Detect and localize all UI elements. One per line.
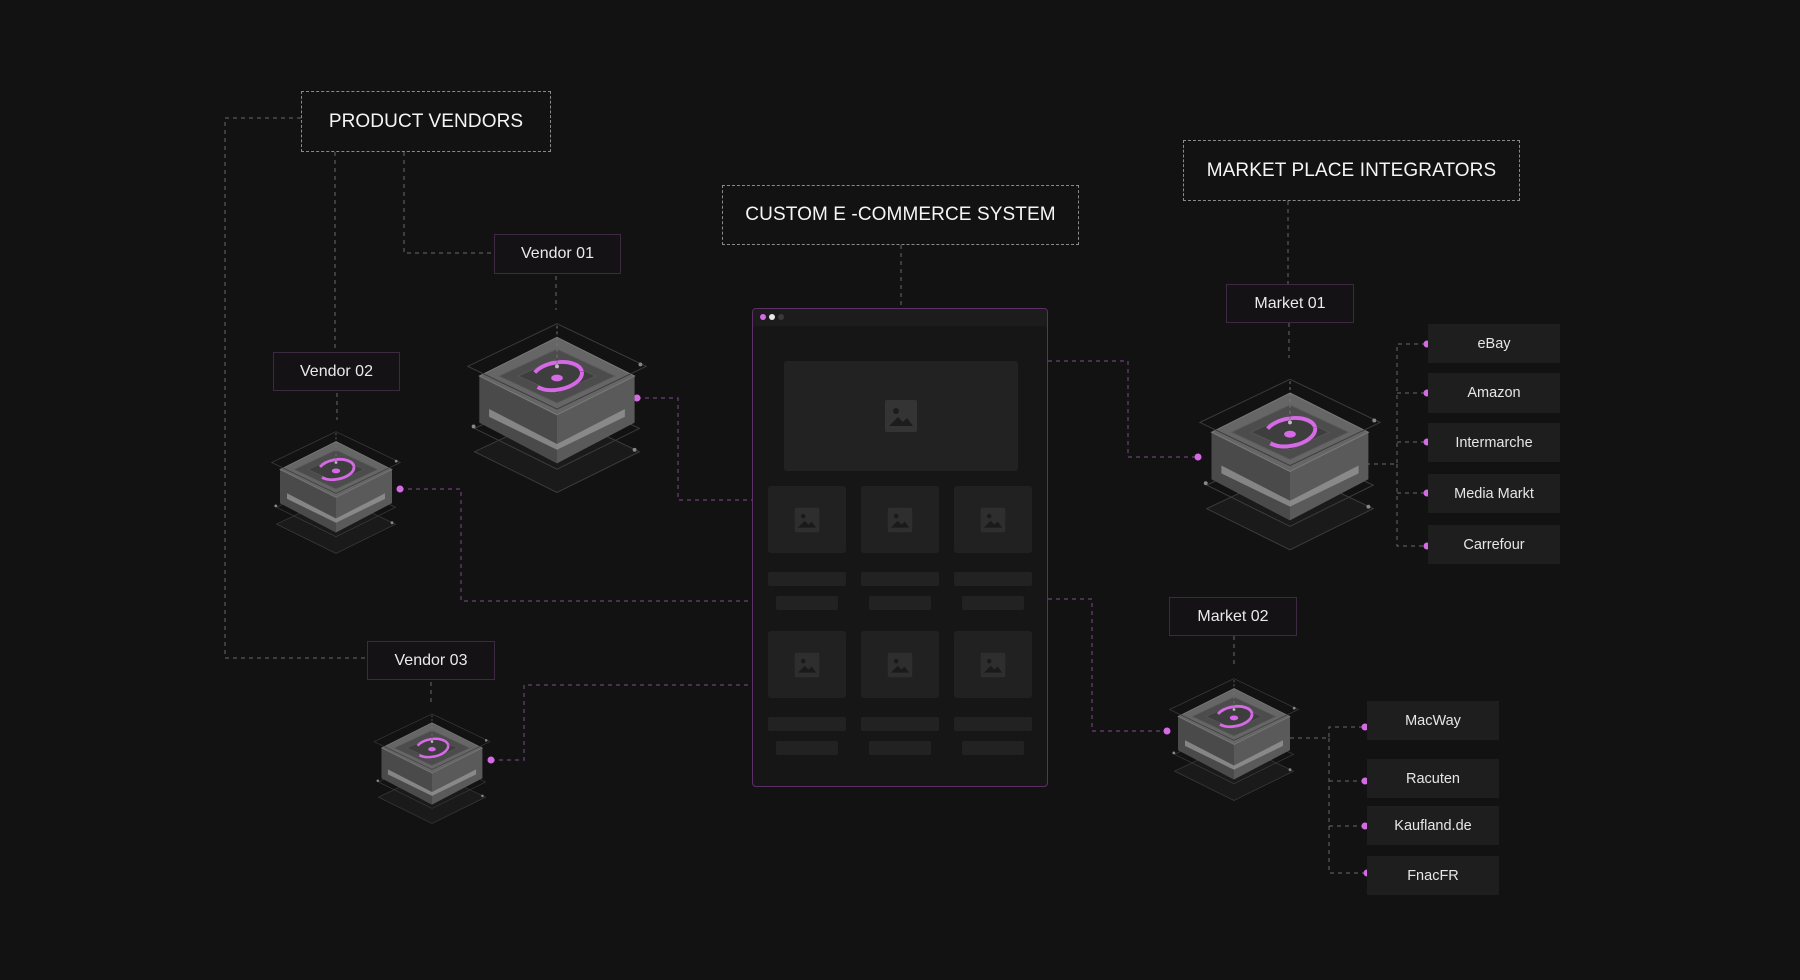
channel-racuten[interactable]: Racuten (1367, 759, 1499, 798)
product-title-placeholder (768, 717, 846, 731)
server-stack-icon[interactable] (266, 418, 406, 570)
channel-carrefour[interactable]: Carrefour (1428, 525, 1560, 564)
channel-media-markt[interactable]: Media Markt (1428, 474, 1560, 513)
product-title-placeholder (861, 572, 939, 586)
product-thumbnail (954, 486, 1032, 553)
product-price-placeholder (869, 741, 931, 755)
image-placeholder-icon (794, 507, 820, 532)
image-placeholder-icon (887, 507, 913, 532)
server-stack-icon (373, 713, 491, 824)
window-dot-icon (778, 314, 784, 320)
image-placeholder-icon (980, 652, 1006, 677)
server-stack-icon (466, 323, 648, 493)
window-dot-icon (769, 314, 775, 320)
vendor-02-label[interactable]: Vendor 02 (273, 352, 400, 391)
hero-image-placeholder (784, 361, 1018, 471)
server-stack-icon[interactable] (460, 305, 654, 515)
server-stack-icon[interactable] (1164, 666, 1304, 816)
server-stack-icon (270, 431, 402, 554)
server-stack-icon[interactable] (1192, 360, 1388, 573)
ecommerce-window-mock (752, 308, 1048, 787)
window-titlebar (753, 309, 1047, 326)
image-placeholder-icon (885, 400, 917, 432)
product-thumbnail (861, 486, 939, 553)
product-thumbnail (861, 631, 939, 698)
product-price-placeholder (776, 741, 838, 755)
ecommerce-system-title: CUSTOM E -COMMERCE SYSTEM (722, 185, 1079, 245)
window-dot-icon (760, 314, 766, 320)
image-placeholder-icon (887, 652, 913, 677)
channel-kaufland[interactable]: Kaufland.de (1367, 806, 1499, 845)
market-01-label[interactable]: Market 01 (1226, 284, 1354, 323)
server-stack-icon (1168, 678, 1300, 801)
server-stack-icon (1198, 378, 1382, 551)
vendor-03-label[interactable]: Vendor 03 (367, 641, 495, 680)
product-title-placeholder (861, 717, 939, 731)
server-stack-icon[interactable] (369, 702, 495, 838)
channel-fnacfr[interactable]: FnacFR (1367, 856, 1499, 895)
product-thumbnail (954, 631, 1032, 698)
product-price-placeholder (962, 596, 1024, 610)
product-price-placeholder (776, 596, 838, 610)
product-thumbnail (768, 631, 846, 698)
channel-intermarche[interactable]: Intermarche (1428, 423, 1560, 462)
vendor-01-label[interactable]: Vendor 01 (494, 234, 621, 274)
channel-ebay[interactable]: eBay (1428, 324, 1560, 363)
product-price-placeholder (869, 596, 931, 610)
product-vendors-title: PRODUCT VENDORS (301, 91, 551, 152)
channel-amazon[interactable]: Amazon (1428, 373, 1560, 413)
product-title-placeholder (768, 572, 846, 586)
marketplace-integrators-title: MARKET PLACE INTEGRATORS (1183, 140, 1520, 201)
image-placeholder-icon (980, 507, 1006, 532)
product-price-placeholder (962, 741, 1024, 755)
image-placeholder-icon (794, 652, 820, 677)
product-thumbnail (768, 486, 846, 553)
market-02-label[interactable]: Market 02 (1169, 597, 1297, 636)
product-title-placeholder (954, 717, 1032, 731)
product-title-placeholder (954, 572, 1032, 586)
channel-macway[interactable]: MacWay (1367, 701, 1499, 740)
